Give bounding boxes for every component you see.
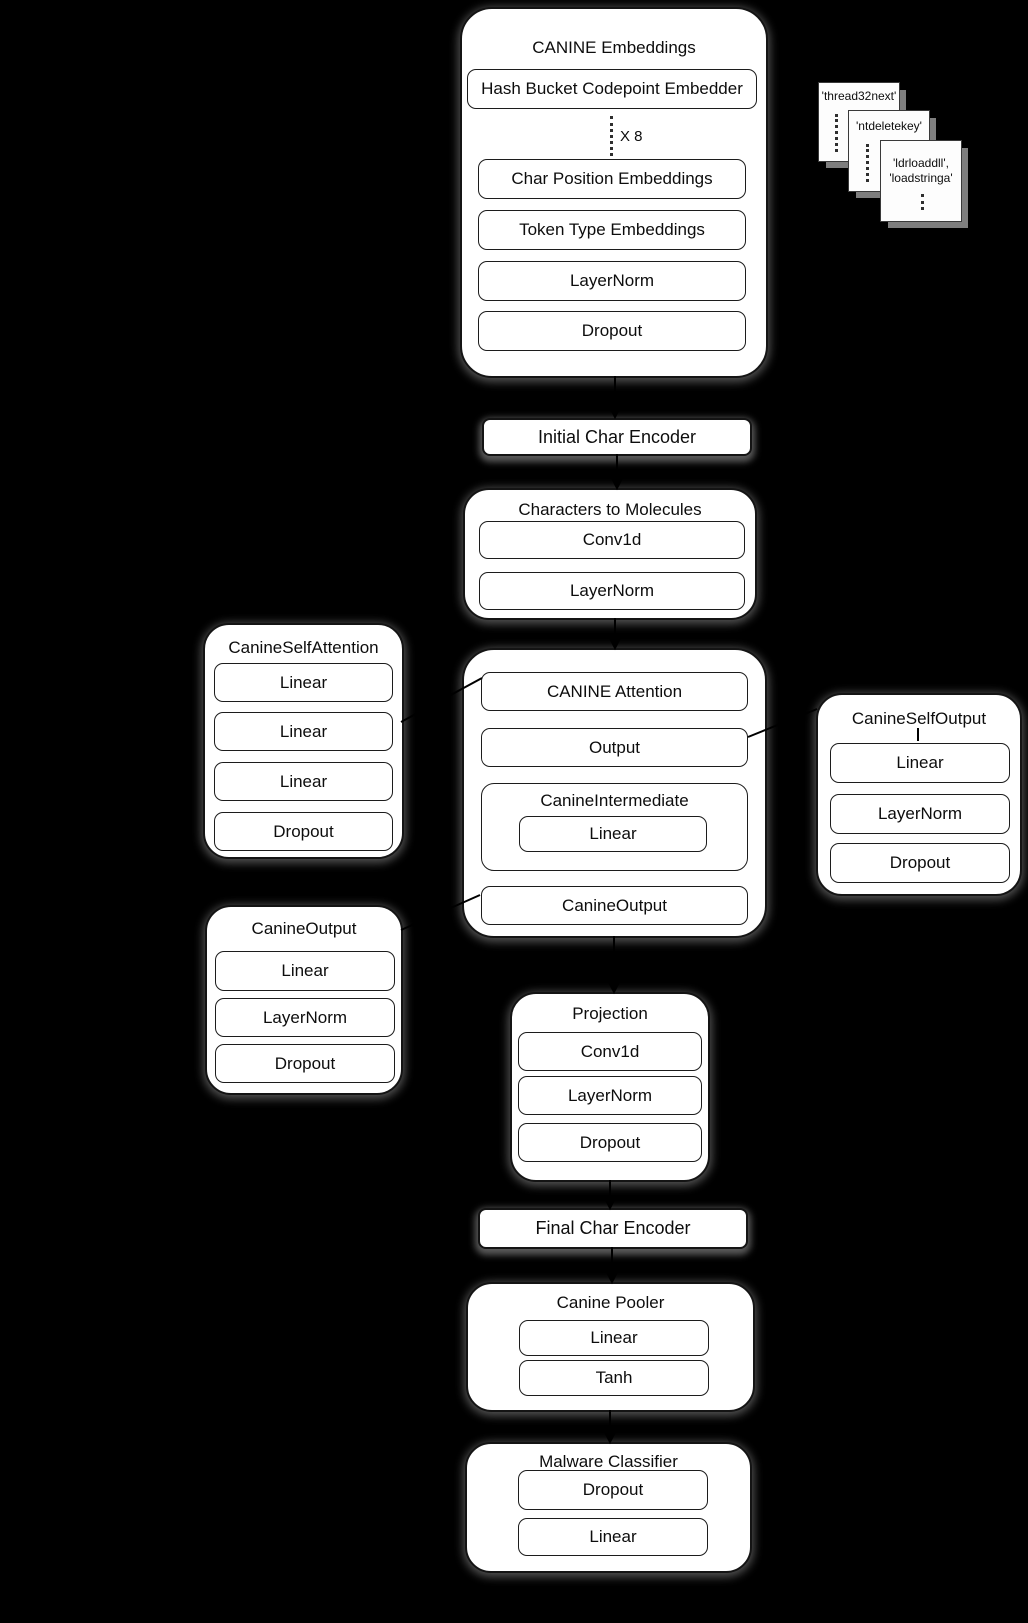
repeat-label: X 8 xyxy=(620,128,643,145)
canine-self-attention-title: CanineSelfAttention xyxy=(228,638,379,657)
malware-classifier-title: Malware Classifier xyxy=(539,1452,678,1471)
linear-box: Linear xyxy=(830,743,1010,783)
encoder-layer-box: CANINE Attention Output CanineIntermedia… xyxy=(462,648,767,938)
linear-box: Linear xyxy=(519,816,707,852)
dropout-box: Dropout xyxy=(478,311,746,351)
dropout-box: Dropout xyxy=(518,1470,708,1510)
final-char-encoder-bar: Final Char Encoder xyxy=(478,1208,748,1249)
api-card-2-text: 'ntdeletekey' xyxy=(856,119,922,133)
linear-box: Linear xyxy=(518,1518,708,1556)
api-card-1-dots xyxy=(835,114,838,152)
canine-output-box: CanineOutput xyxy=(481,886,748,925)
canine-output-detail-box: CanineOutput Linear LayerNorm Dropout xyxy=(205,905,403,1095)
chars-to-molecules-title: Characters to Molecules xyxy=(518,500,702,519)
projection-box: Projection Conv1d LayerNorm Dropout xyxy=(510,992,710,1182)
api-card-2-dots xyxy=(866,144,869,182)
malware-classifier-box: Malware Classifier Dropout Linear xyxy=(465,1442,752,1573)
api-card-1-text: 'thread32next' xyxy=(821,89,897,103)
api-card-3-text-line1: 'ldrloaddll', xyxy=(893,156,949,170)
api-card-3-text-line2: 'loadstringa' xyxy=(889,171,953,185)
tanh-box: Tanh xyxy=(519,1360,709,1396)
linear-box: Linear xyxy=(214,663,393,702)
layernorm-box: LayerNorm xyxy=(479,572,745,610)
canine-self-output-box: CanineSelfOutput Linear LayerNorm Dropou… xyxy=(816,693,1022,896)
api-card-3-dots xyxy=(921,194,924,210)
canine-self-output-title: CanineSelfOutput xyxy=(851,709,987,728)
layernorm-box: LayerNorm xyxy=(215,998,395,1037)
dropout-box: Dropout xyxy=(518,1123,702,1162)
canine-attention-box: CANINE Attention xyxy=(481,672,748,711)
conv1d-box: Conv1d xyxy=(479,521,745,559)
canine-embeddings-title: CANINE Embeddings xyxy=(532,38,696,57)
canine-embeddings-box: CANINE Embeddings Hash Bucket Codepoint … xyxy=(460,7,768,378)
linear-box: Linear xyxy=(215,951,395,991)
conv1d-box: Conv1d xyxy=(518,1032,702,1071)
layernorm-box: LayerNorm xyxy=(478,261,746,301)
linear-box: Linear xyxy=(214,762,393,801)
canine-intermediate-title: CanineIntermediate xyxy=(540,791,689,810)
canine-pooler-box: Canine Pooler Linear Tanh xyxy=(466,1282,755,1412)
linear-box: Linear xyxy=(519,1320,709,1356)
initial-char-encoder-bar: Initial Char Encoder xyxy=(482,418,752,456)
linear-box: Linear xyxy=(214,712,393,751)
repeat-dots xyxy=(610,116,613,156)
projection-title: Projection xyxy=(572,1004,648,1023)
dropout-box: Dropout xyxy=(215,1044,395,1083)
layernorm-box: LayerNorm xyxy=(518,1076,702,1115)
canine-pooler-title: Canine Pooler xyxy=(556,1293,665,1312)
dropout-box: Dropout xyxy=(214,812,393,851)
canine-intermediate-box: CanineIntermediate Linear xyxy=(481,783,748,871)
layernorm-box: LayerNorm xyxy=(830,794,1010,834)
canine-output-detail-title: CanineOutput xyxy=(251,919,357,938)
chars-to-molecules-box: Characters to Molecules Conv1d LayerNorm xyxy=(463,488,757,620)
hash-bucket-embedder-box: Hash Bucket Codepoint Embedder xyxy=(467,69,757,109)
canine-self-attention-box: CanineSelfAttention Linear Linear Linear… xyxy=(203,623,404,859)
token-type-embeddings-box: Token Type Embeddings xyxy=(478,210,746,250)
char-position-embeddings-box: Char Position Embeddings xyxy=(478,159,746,199)
attention-output-box: Output xyxy=(481,728,748,767)
dropout-box: Dropout xyxy=(830,843,1010,883)
